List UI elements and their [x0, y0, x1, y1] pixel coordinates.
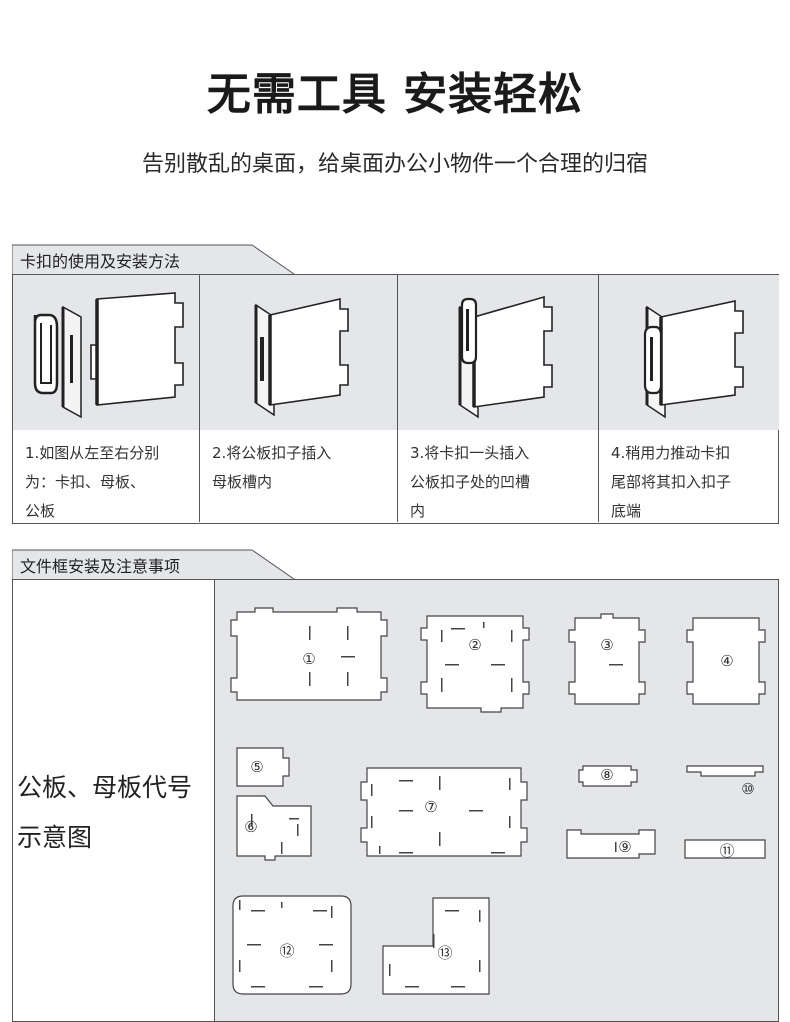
part-3-shape: [568, 613, 646, 705]
board-codes-panel: 公板、母板代号 示意图: [12, 579, 779, 1022]
part-label: ⑤: [250, 758, 263, 776]
step-2-image: [200, 275, 398, 430]
board-parts-svg: ① ② ③ ④ ⑤ ⑥ ⑦ ⑧ ⑨ ⑩ ⑪ ⑫ ⑬: [230, 607, 766, 995]
part-label: ⑥: [244, 818, 257, 836]
step-2-text: 2.将公板扣子插入 母板槽内: [200, 430, 398, 522]
part-label: ⑨: [618, 838, 631, 856]
step-1-text: 1.如图从左至右分别 为：卡扣、母板、 公板: [13, 430, 200, 522]
step-1-line-3: 公板: [25, 502, 56, 520]
step-4-line-3: 底端: [611, 502, 642, 520]
part-label: ⑫: [279, 942, 294, 960]
step-2-line-1: 2.将公板扣子插入: [212, 444, 332, 462]
page-subtitle: 告别散乱的桌面，给桌面办公小物件一个合理的归宿: [141, 152, 648, 177]
part-label: ⑬: [437, 944, 452, 962]
part-label: ②: [468, 636, 481, 654]
part-5-shape: [236, 747, 290, 787]
step-1-line-1: 1.如图从左至右分别: [25, 444, 160, 462]
board-codes-label: 公板、母板代号 示意图: [13, 580, 215, 1021]
part-label: ⑩: [741, 780, 754, 798]
part-4-shape: [686, 617, 766, 705]
part-13-shape: [382, 897, 490, 995]
clip-usage-panel: 1.如图从左至右分别 为：卡扣、母板、 公板 2.将公板扣子插入 母板槽内 3.…: [12, 274, 779, 524]
part-label: ⑪: [719, 842, 734, 860]
part-label: ⑧: [600, 766, 613, 784]
part-11-shape: [684, 839, 766, 859]
section-tab-label: 卡扣的使用及安装方法: [20, 252, 181, 271]
step-4-image: [599, 275, 779, 430]
part-8-shape: [578, 765, 638, 787]
board-codes-diagram: ① ② ③ ④ ⑤ ⑥ ⑦ ⑧ ⑨ ⑩ ⑪ ⑫ ⑬: [215, 580, 778, 1021]
step-2-line-2: 母板槽内: [212, 473, 273, 491]
part-label: ⑦: [424, 798, 437, 816]
step-1-image: [13, 275, 200, 430]
section-tab-label: 文件框安装及注意事项: [20, 557, 181, 576]
step-1-line-2: 为：卡扣、母板、: [25, 473, 146, 491]
step-3-line-2: 公板扣子处的凹槽: [410, 473, 531, 491]
step-3-line-3: 内: [410, 502, 426, 520]
part-10-shape: [686, 765, 764, 777]
part-label: ①: [302, 650, 315, 668]
board-codes-label-line-2: 示意图: [17, 823, 93, 852]
part-label: ③: [600, 636, 613, 654]
section-tab-file-frame: 文件框安装及注意事项: [12, 549, 302, 580]
board-codes-label-line-1: 公板、母板代号: [17, 773, 193, 802]
slot-marks: [239, 622, 623, 988]
step-3-line-1: 3.将卡扣一头插入: [410, 444, 530, 462]
page-title: 无需工具 安装轻松: [206, 69, 584, 120]
step-3-text: 3.将卡扣一头插入 公板扣子处的凹槽 内: [398, 430, 599, 522]
part-label: ④: [720, 652, 733, 670]
part-2-shape: [420, 615, 530, 713]
part-9-shape: [566, 829, 656, 859]
part-6-shape: [236, 795, 312, 861]
step-3-image: [398, 275, 599, 430]
step-4-line-1: 4.稍用力推动卡扣: [611, 444, 731, 462]
part-7-shape: [360, 767, 528, 857]
step-4-line-2: 尾部将其扣入扣子: [611, 473, 732, 491]
section-tab-clip-usage: 卡扣的使用及安装方法: [12, 244, 302, 275]
step-4-text: 4.稍用力推动卡扣 尾部将其扣入扣子 底端: [599, 430, 778, 522]
part-12-shape: [232, 895, 352, 995]
